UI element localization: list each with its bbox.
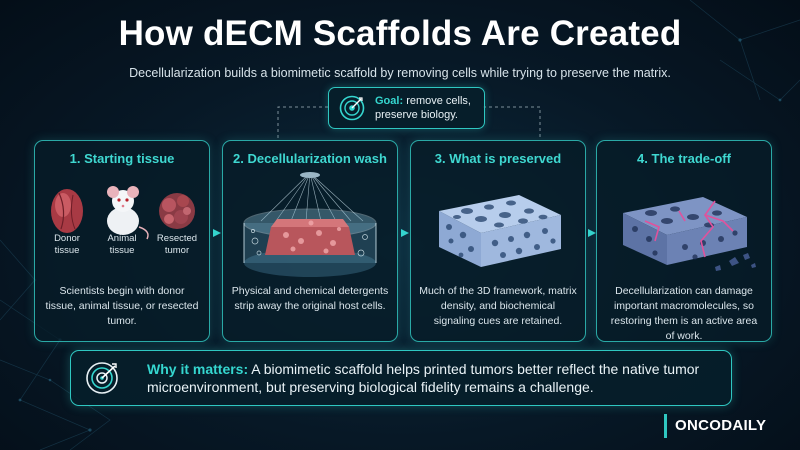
tumor-icon	[159, 193, 195, 229]
why-it-matters-box: Why it matters: A biomimetic scaffold he…	[70, 350, 732, 406]
goal-line1: remove cells,	[406, 95, 471, 107]
step-title: 4. The trade-off	[637, 151, 731, 166]
goal-label: Goal:	[375, 95, 404, 107]
step-trade-off: 4. The trade-off Decellularization can d…	[596, 140, 772, 342]
donor-tissue-icon	[51, 189, 83, 233]
petri-dish-wash-icon	[243, 172, 377, 277]
page-title: How dECM Scaffolds Are Created	[118, 14, 682, 53]
mouse-icon	[107, 186, 149, 240]
damaged-scaffold-icon	[623, 197, 756, 271]
step-description: Physical and chemical detergents strip a…	[231, 285, 389, 312]
goal-line2: preserve biology.	[375, 109, 458, 121]
why-text: A biomimetic scaffold helps printed tumo…	[147, 361, 700, 395]
why-label: Why it matters:	[147, 361, 249, 377]
brand-logo: ONCODAILY	[664, 414, 766, 438]
page-subtitle: Decellularization builds a biomimetic sc…	[129, 66, 671, 80]
arrow-right-icon	[588, 229, 596, 237]
arrow-right-icon	[401, 229, 409, 237]
starting-tissue-illustration	[51, 186, 195, 240]
target-icon	[86, 362, 118, 394]
animal-tissue-label: Animal tissue	[107, 233, 137, 256]
step-title: 3. What is preserved	[434, 151, 562, 166]
step-decellularization-wash: 2. Decellularization wash Physical and c…	[222, 140, 398, 342]
scaffold-matrix-icon	[439, 195, 561, 267]
donor-tissue-label: Donor tissue	[54, 233, 80, 256]
step-what-is-preserved: 3. What is preserved Much of the 3D fram…	[410, 140, 586, 342]
resected-tumor-label: Resected tumor	[156, 233, 198, 256]
step-starting-tissue: 1. Starting tissue Donor tissue An	[34, 140, 210, 342]
target-icon	[339, 95, 365, 121]
step-description: Much of the 3D framework, matrix density…	[419, 285, 577, 327]
step-description: Decellularization can damage important m…	[610, 285, 758, 342]
step-description: Scientists begin with donor tissue, anim…	[45, 285, 199, 327]
step-title: 2. Decellularization wash	[233, 151, 387, 166]
goal-box: Goal: remove cells, preserve biology.	[328, 87, 485, 129]
step-title: 1. Starting tissue	[69, 151, 175, 166]
arrow-right-icon	[213, 229, 221, 237]
